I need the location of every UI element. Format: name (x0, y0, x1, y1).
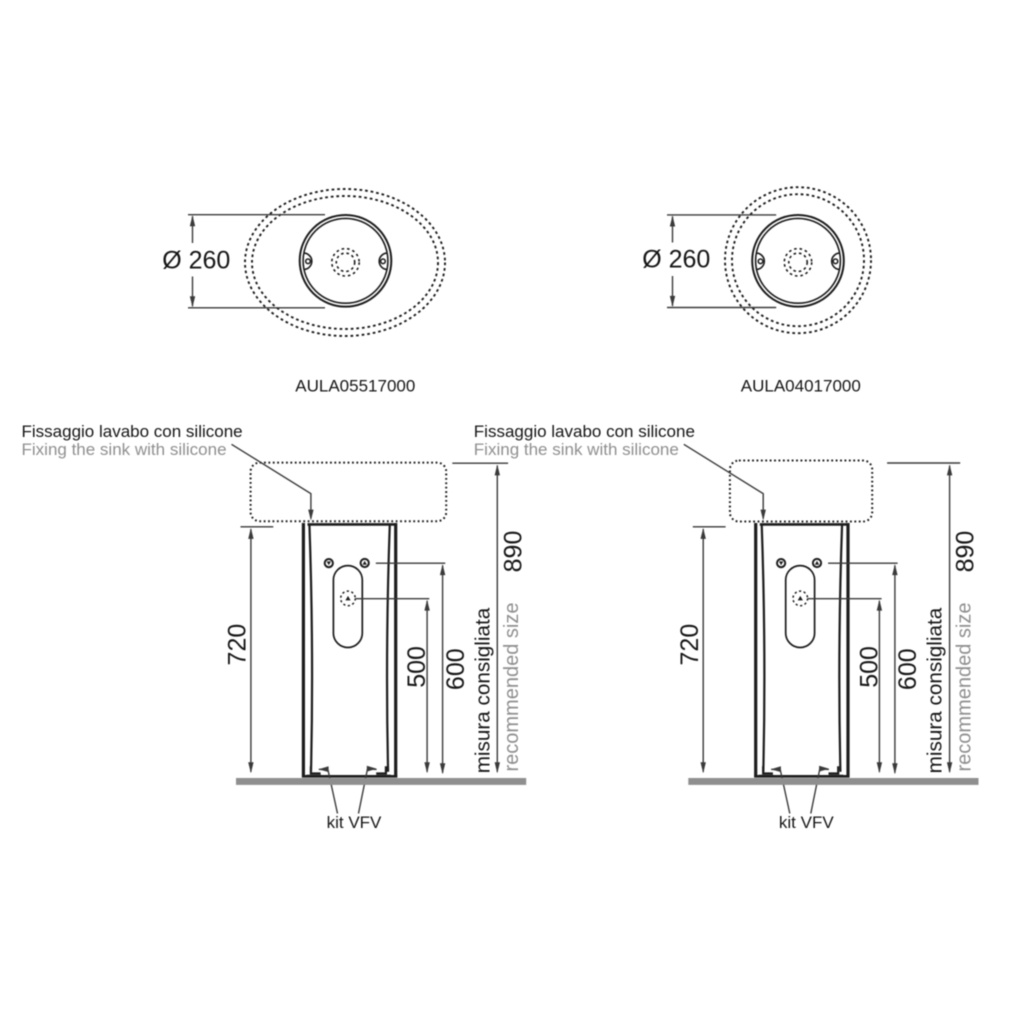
svg-text:Ø 260: Ø 260 (162, 246, 230, 274)
svg-text:kit VFV: kit VFV (779, 813, 834, 832)
svg-text:Fissaggio lavabo con silicone: Fissaggio lavabo con silicone (22, 422, 243, 441)
svg-text:kit VFV: kit VFV (327, 813, 382, 832)
svg-text:Fissaggio lavabo con silicone: Fissaggio lavabo con silicone (474, 422, 695, 441)
svg-text:600: 600 (442, 648, 470, 690)
svg-text:Ø 260: Ø 260 (642, 245, 710, 273)
svg-text:recommended size: recommended size (501, 603, 523, 772)
svg-text:AULA05517000: AULA05517000 (295, 376, 415, 395)
svg-text:misura consigliata: misura consigliata (924, 607, 947, 773)
svg-text:600: 600 (894, 648, 922, 690)
svg-text:Fixing the sink with silicone: Fixing the sink with silicone (22, 440, 227, 459)
svg-text:Fixing the sink with silicone: Fixing the sink with silicone (474, 440, 679, 459)
svg-text:recommended size: recommended size (953, 603, 975, 772)
svg-text:720: 720 (224, 624, 252, 666)
svg-text:AULA04017000: AULA04017000 (741, 377, 861, 396)
svg-text:misura consigliata: misura consigliata (471, 607, 494, 773)
svg-text:720: 720 (676, 624, 704, 666)
svg-text:500: 500 (856, 646, 884, 688)
svg-text:890: 890 (952, 531, 980, 573)
svg-text:500: 500 (403, 646, 431, 688)
svg-text:890: 890 (499, 531, 527, 573)
